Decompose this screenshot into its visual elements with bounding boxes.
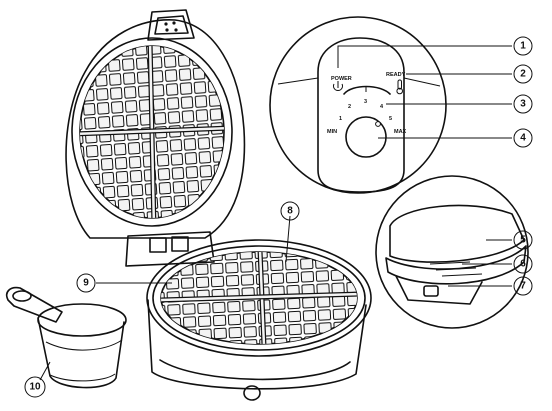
svg-text:6: 6	[520, 259, 526, 270]
lid-handle[interactable]	[147, 9, 195, 41]
callout-6: 6	[513, 254, 533, 274]
lid	[65, 9, 246, 267]
callout-8: 8	[280, 201, 300, 221]
svg-text:5: 5	[520, 235, 526, 246]
lid-waffle-plate	[80, 46, 224, 218]
dial-mark-1: 1	[339, 116, 342, 122]
batter-measuring-cup	[5, 286, 127, 389]
dial-mark-3: 3	[364, 99, 367, 105]
min-label: MIN	[327, 129, 337, 135]
max-label: MAX	[394, 129, 407, 135]
thermometer-icon	[396, 79, 404, 95]
power-icon	[333, 81, 343, 91]
callout-9: 9	[76, 273, 96, 293]
callout-2: 2	[513, 64, 533, 84]
ready-label: READY	[386, 72, 406, 78]
callout-1: 1	[513, 36, 533, 56]
svg-text:8: 8	[287, 206, 293, 217]
svg-text:7: 7	[520, 281, 526, 292]
base	[146, 239, 372, 401]
indicator-light	[343, 85, 391, 95]
leader-lines	[39, 45, 512, 381]
callout-10: 10	[24, 376, 46, 398]
svg-text:10: 10	[29, 382, 41, 393]
power-label: POWER	[331, 76, 352, 82]
temperature-dial[interactable]	[345, 116, 387, 158]
dial-mark-2: 2	[348, 104, 351, 110]
svg-text:2: 2	[520, 69, 526, 80]
callout-4: 4	[513, 128, 533, 148]
svg-text:1: 1	[520, 41, 526, 52]
dial-mark-4: 4	[380, 104, 384, 110]
cord-plug	[423, 285, 439, 297]
control-panel-detail: POWER READY 1 2 3 4 5 MIN MAX	[269, 16, 447, 194]
callout-3: 3	[513, 94, 533, 114]
svg-text:3: 3	[520, 99, 526, 110]
dial-mark-5: 5	[389, 116, 392, 122]
base-foot	[243, 385, 261, 401]
callout-5: 5	[513, 230, 533, 250]
svg-text:9: 9	[83, 278, 89, 289]
svg-text:4: 4	[520, 133, 526, 144]
callout-7: 7	[513, 276, 533, 296]
side-detail	[375, 175, 529, 329]
base-waffle-plate	[161, 252, 357, 344]
